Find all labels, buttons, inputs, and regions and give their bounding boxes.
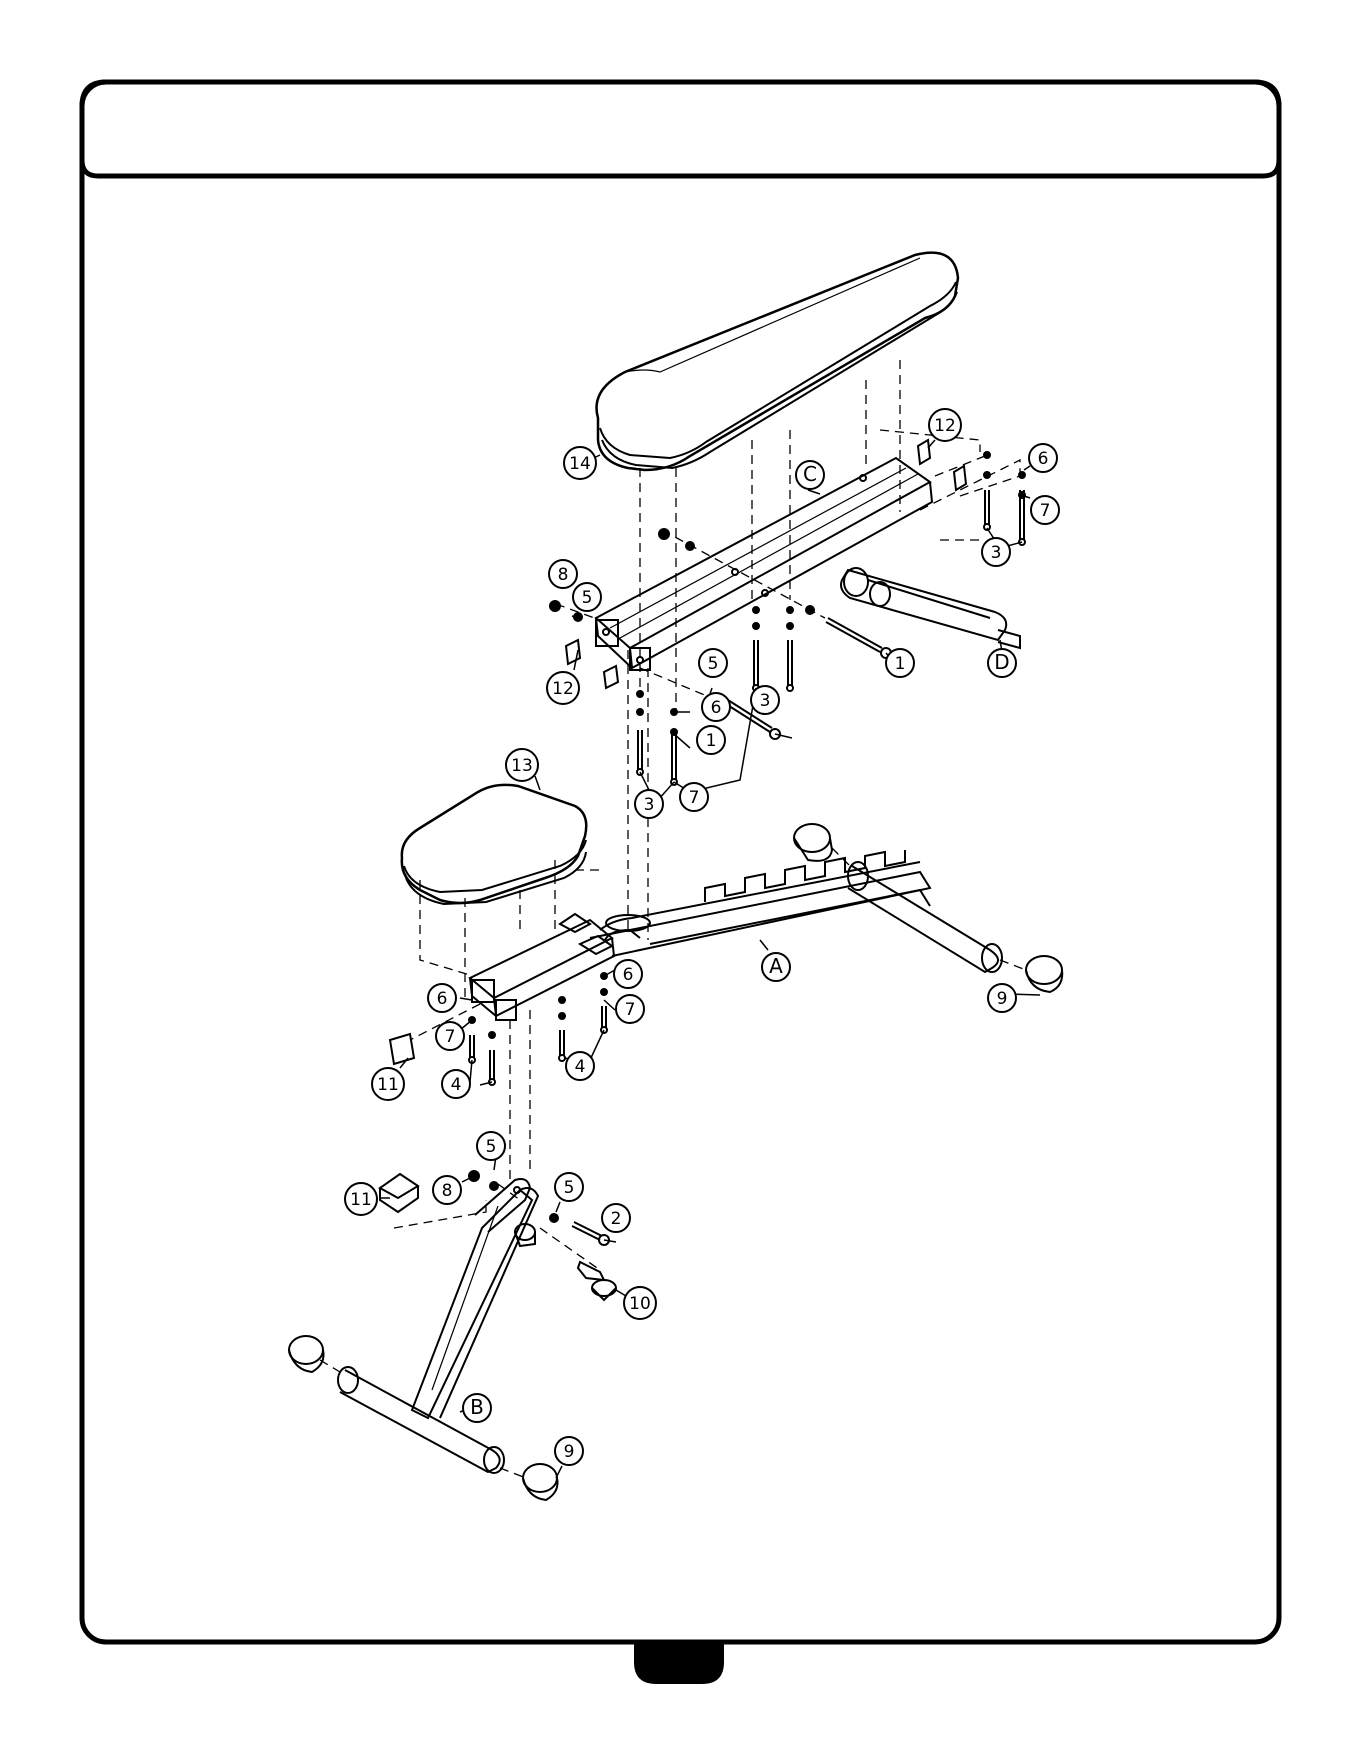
callout-2: 2 [602,1204,630,1232]
callout-label: 1 [895,654,906,674]
part-label-b: B [463,1394,491,1422]
callout-label: 12 [552,679,574,699]
pop-pin [578,1262,616,1300]
callout-5: 5 [699,649,727,677]
header-bar [82,82,1279,176]
part-label-d: D [988,649,1016,677]
assembly-lines [320,360,1026,1478]
callout-label: 8 [558,565,569,585]
callout-6: 6 [614,960,642,988]
back-pad [597,253,958,470]
callout-label: 7 [445,1027,456,1047]
support-arm-d [841,568,1020,648]
callout-label: 1 [706,731,717,751]
callout-6: 6 [428,984,456,1012]
callout-10: 10 [624,1287,656,1319]
callout-3: 3 [635,790,663,818]
callout-label: 3 [644,795,655,815]
callout-11: 11 [372,1068,404,1100]
callout-label: B [470,1395,484,1419]
callout-label: 5 [708,654,719,674]
page-frame [82,82,1279,1642]
callout-7: 7 [436,1022,464,1050]
callout-label: 8 [442,1181,453,1201]
callout-11: 11 [345,1183,377,1215]
page-number-tab [634,1642,724,1684]
callout-4: 4 [566,1052,594,1080]
callout-4: 4 [442,1070,470,1098]
callout-1: 1 [886,649,914,677]
callout-14: 14 [564,447,596,479]
callout-label: 10 [629,1294,651,1314]
callout-label: 5 [564,1178,575,1198]
callout-label: 7 [1040,501,1051,521]
callout-6: 6 [702,693,730,721]
end-caps [380,440,966,1212]
bolts-3 [637,490,1025,785]
callout-9: 9 [988,984,1016,1012]
callout-label: 9 [997,989,1008,1009]
callout-label: 4 [575,1057,586,1077]
callout-3: 3 [751,686,779,714]
seat-pad [402,785,586,904]
callout-label: 6 [1038,449,1049,469]
callout-3: 3 [982,538,1010,566]
callout-label: 3 [991,543,1002,563]
callout-label: 6 [623,965,634,985]
callout-13: 13 [506,749,538,781]
callout-label: 2 [611,1209,622,1229]
callout-5: 5 [573,583,601,611]
callout-12: 12 [929,409,961,441]
callout-label: A [769,954,783,978]
callout-label: 5 [582,588,593,608]
frame-c [596,458,932,670]
callout-label: 3 [760,691,771,711]
callout-label: 6 [437,989,448,1009]
callout-label: 7 [625,1000,636,1020]
callout-5: 5 [555,1173,583,1201]
rear-leg-b [289,1179,558,1500]
callout-12: 12 [547,672,579,704]
callout-label: 9 [564,1442,575,1462]
callout-6: 6 [1029,444,1057,472]
callout-7: 7 [1031,496,1059,524]
callout-label: 14 [569,454,591,474]
bolt-1-upper [826,618,891,658]
main-frame-a [470,824,1062,1020]
callout-8: 8 [549,560,577,588]
callout-8: 8 [433,1176,461,1204]
part-label-a: A [762,953,790,981]
callout-label: 4 [451,1075,462,1095]
callout-9: 9 [555,1437,583,1465]
callout-label: 11 [377,1075,399,1095]
callout-label: 6 [711,698,722,718]
callout-5: 5 [477,1132,505,1160]
callout-label: 11 [350,1190,372,1210]
callout-label: C [803,462,817,486]
callout-label: D [994,650,1009,674]
callout-7: 7 [680,783,708,811]
callout-label: 13 [511,756,533,776]
callout-label: 5 [486,1137,497,1157]
part-label-c: C [796,461,824,489]
callout-label: 7 [689,788,700,808]
callout-label: 12 [934,416,956,436]
callout-7: 7 [616,995,644,1023]
callout-1: 1 [697,726,725,754]
